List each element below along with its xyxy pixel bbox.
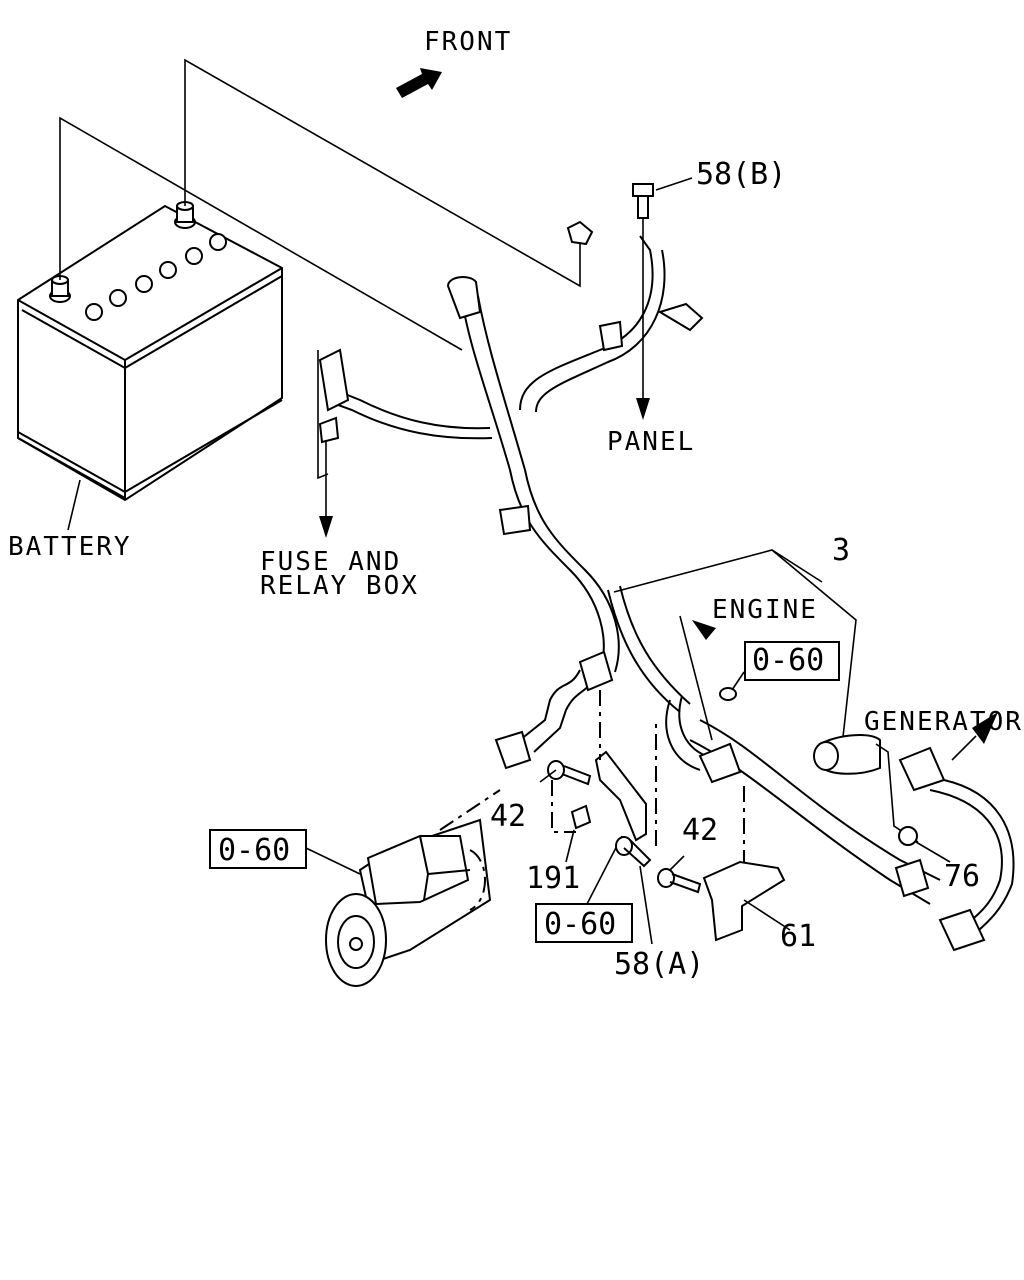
bolt-42-left	[539, 760, 592, 863]
bracket-61	[702, 786, 791, 942]
battery	[17, 201, 283, 531]
callout-191: 191	[526, 861, 580, 896]
ref-0-60-lower: 0-60	[544, 907, 616, 942]
callout-76: 76	[944, 859, 980, 894]
callout-42-left: 42	[490, 799, 526, 834]
bolt-58b	[632, 177, 693, 420]
connectors	[318, 220, 986, 952]
callout-3: 3	[832, 533, 850, 568]
battery-label: BATTERY	[8, 532, 132, 562]
ref-0-60-starter: 0-60	[218, 833, 290, 868]
callout-3-leaders	[613, 549, 857, 765]
fuse-label-line2: RELAY BOX	[260, 571, 419, 601]
ref-box-starter	[209, 829, 307, 869]
engine-arrow	[679, 615, 716, 741]
engine-label: ENGINE	[712, 595, 818, 625]
callout-61: 61	[780, 919, 816, 954]
ref-0-60-engine: 0-60	[752, 643, 824, 678]
front-arrow-icon	[396, 68, 442, 98]
starter-motor	[305, 789, 501, 987]
callout-58b: 58(B)	[696, 157, 786, 192]
fuse-box-bracket	[317, 350, 333, 538]
panel-label: PANEL	[607, 427, 695, 457]
callout-42-right: 42	[682, 813, 718, 848]
cable-harness	[329, 235, 1015, 941]
front-label: FRONT	[424, 27, 512, 57]
fuse-label-line1: FUSE AND	[260, 547, 401, 577]
ref-box-engine	[719, 641, 840, 701]
terminal-projection-lines	[59, 58, 581, 351]
callout-58a: 58(A)	[614, 947, 704, 982]
nut-76	[898, 826, 951, 863]
bolt-58a	[615, 720, 657, 945]
bolt-42-right	[657, 855, 702, 894]
generator-label: GENERATOR	[864, 707, 1023, 737]
